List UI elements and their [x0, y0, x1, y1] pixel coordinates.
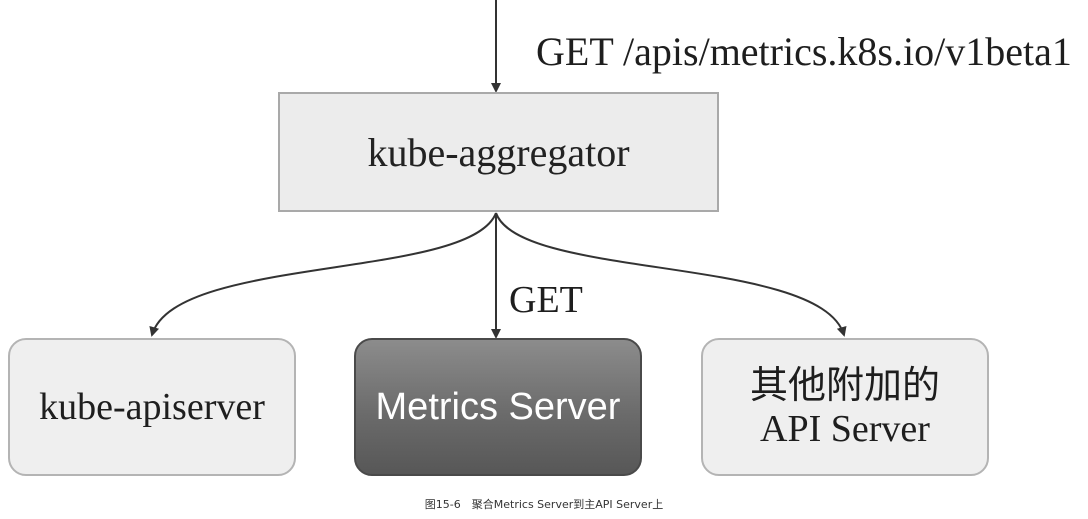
figure-caption: 图15-6 聚合Metrics Server到主API Server上: [424, 498, 664, 511]
arrow-to-other-api-server: [495, 212, 847, 337]
metrics-server-label: Metrics Server: [375, 386, 621, 428]
request-path-label: GET /apis/metrics.k8s.io/v1beta1: [536, 29, 1072, 74]
other-api-server-label-line2: API Server: [760, 408, 930, 450]
kube-apiserver-box: kube-apiserver: [8, 338, 296, 476]
get-edge-label: GET: [509, 279, 583, 321]
other-api-server-box: 其他附加的 API Server: [701, 338, 989, 476]
arrow-to-kube-apiserver: [149, 212, 497, 337]
kube-aggregator-label: kube-aggregator: [367, 129, 630, 175]
metrics-server-box: Metrics Server: [354, 338, 642, 476]
other-api-server-label-line1: 其他附加的: [749, 363, 940, 407]
kube-aggregator-box: kube-aggregator: [278, 92, 719, 212]
kube-apiserver-label: kube-apiserver: [39, 386, 265, 428]
